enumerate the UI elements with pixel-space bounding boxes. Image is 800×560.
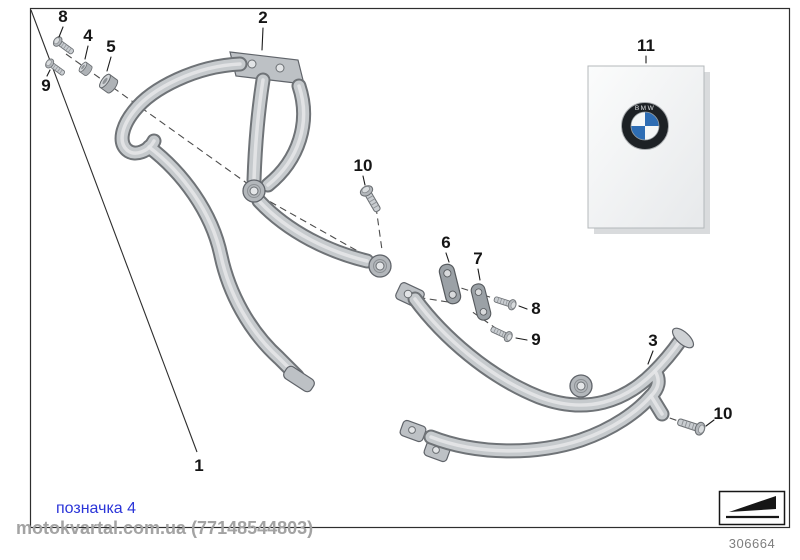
part-bolt-10-mid-icon [358,183,385,215]
engine-guard-right [395,282,695,463]
callout-5: 5 [106,37,116,56]
callout-11: 11 [637,36,655,55]
bmw-roundel-icon: BMW [621,102,669,150]
part-bushing-5-icon [97,72,121,96]
callout-9-right: 9 [531,330,541,349]
border-frame [29,7,791,529]
direction-symbol-box [718,490,786,526]
diagram-number: 306664 [728,536,776,551]
callout-10-lower: 10 [713,404,733,423]
part-bracket-7 [469,281,493,323]
mount-boss-left [242,179,266,203]
tube-end-cap [671,327,695,349]
bmw-logo-text: BMW [635,105,655,112]
diagram-border [29,7,791,529]
instruction-sheet: BMW [587,65,710,234]
watermark-site: motokvartal.com.ua (77148544803) [16,518,314,538]
mount-boss-center [368,254,392,278]
part-washer-4-icon [77,60,94,78]
engine-guard-left [122,51,392,393]
direction-arrow-icon [729,496,776,512]
callout-9-top: 9 [41,76,51,95]
callout-leader-lines [46,26,715,427]
mount-boss-right [569,374,593,398]
callout-4: 4 [83,26,93,45]
watermark-note: позначка 4 [56,500,137,517]
callout-7: 7 [473,249,483,268]
callout-2: 2 [258,8,268,27]
callout-8-right: 8 [531,299,541,318]
part-bolt-8-right-icon [492,293,518,312]
callout-10-mid: 10 [353,156,373,175]
callout-1: 1 [194,456,204,475]
callout-8-top: 8 [58,7,68,26]
callout-6: 6 [441,233,451,252]
part-bolt-10-lower-icon [675,414,707,437]
callout-3: 3 [648,331,658,350]
foot-plate [283,365,315,393]
kit-leader-line [30,9,198,453]
part-bolt-8-top-icon [51,34,77,58]
part-screw-9-right-icon [488,323,515,344]
part-bracket-6 [437,262,463,306]
